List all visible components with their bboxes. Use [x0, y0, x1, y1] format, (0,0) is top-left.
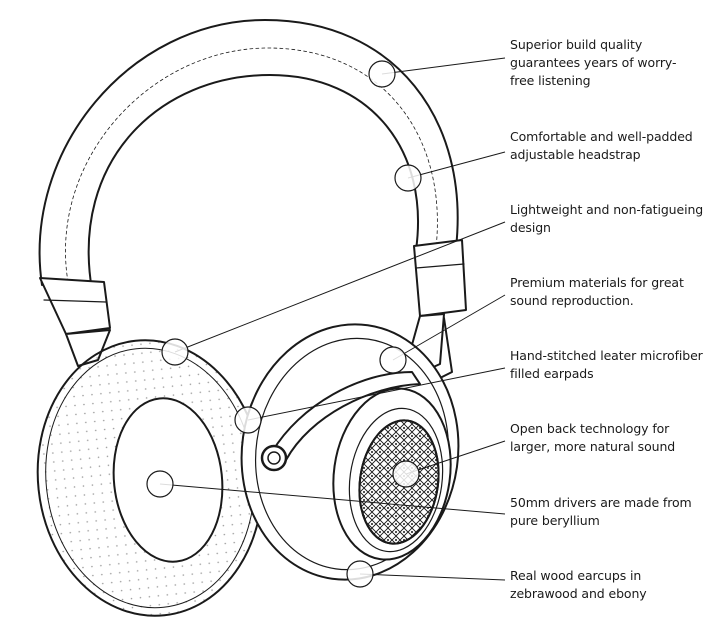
callout-marker-headstrap	[394, 164, 422, 192]
callout-marker-open-back	[392, 460, 420, 488]
callout-marker-materials	[379, 346, 407, 374]
feature-line: filled earpads	[510, 366, 594, 381]
grille-outline	[358, 419, 440, 545]
feature-drivers: 50mm drivers are made from pure berylliu…	[510, 494, 720, 530]
feature-line: Comfortable and well-padded	[510, 129, 693, 144]
feature-line: larger, more natural sound	[510, 439, 676, 454]
feature-line: Lightweight and non-fatigueing	[510, 202, 704, 217]
leader-line-headstrap	[407, 151, 506, 179]
feature-materials: Premium materials for great sound reprod…	[510, 274, 720, 310]
feature-line: 50mm drivers are made from	[510, 495, 692, 510]
feature-line: pure beryllium	[510, 513, 600, 528]
feature-line: sound reproduction.	[510, 293, 634, 308]
feature-earpads: Hand-stitched leater microfiber filled e…	[510, 347, 720, 383]
leader-line-lightweight	[174, 221, 506, 353]
leader-line-earcups	[359, 573, 506, 581]
leader-line-earpads	[247, 367, 506, 421]
feature-line: Superior build quality	[510, 37, 643, 52]
leader-line-drivers	[159, 483, 506, 515]
callout-marker-earpads	[234, 406, 262, 434]
feature-line: Real wood earcups in	[510, 568, 642, 583]
callout-markers	[146, 60, 422, 588]
callout-marker-drivers	[146, 470, 174, 498]
feature-line: guarantees years of worry-	[510, 55, 677, 70]
callout-marker-earcups	[346, 560, 374, 588]
headband-outer	[38, 19, 459, 286]
feature-open-back: Open back technology for larger, more na…	[510, 420, 720, 456]
feature-line: Premium materials for great	[510, 275, 684, 290]
feature-line: free listening	[510, 73, 591, 88]
feature-line: zebrawood and ebony	[510, 586, 647, 601]
feature-line: Hand-stitched leater microfiber	[510, 348, 703, 363]
left-slider	[39, 277, 111, 335]
feature-line: Open back technology for	[510, 421, 670, 436]
callout-marker-build-quality	[368, 60, 396, 88]
leader-line-build-quality	[381, 57, 506, 75]
feature-lightweight: Lightweight and non-fatigueing design	[510, 201, 720, 237]
headband-inner	[87, 74, 419, 291]
feature-build-quality: Superior build quality guarantees years …	[510, 36, 720, 90]
feature-line: adjustable headstrap	[510, 147, 641, 162]
leader-line-open-back	[405, 440, 506, 475]
leader-line-materials	[392, 294, 506, 361]
callout-marker-lightweight	[161, 338, 189, 366]
hinge-arm	[271, 371, 421, 461]
headband-stitch	[65, 47, 438, 283]
feature-headstrap: Comfortable and well-padded adjustable h…	[510, 128, 720, 164]
leader-lines	[159, 57, 506, 581]
right-slider	[413, 239, 467, 317]
feature-earcups: Real wood earcups in zebrawood and ebony	[510, 567, 720, 603]
feature-line: design	[510, 220, 551, 235]
